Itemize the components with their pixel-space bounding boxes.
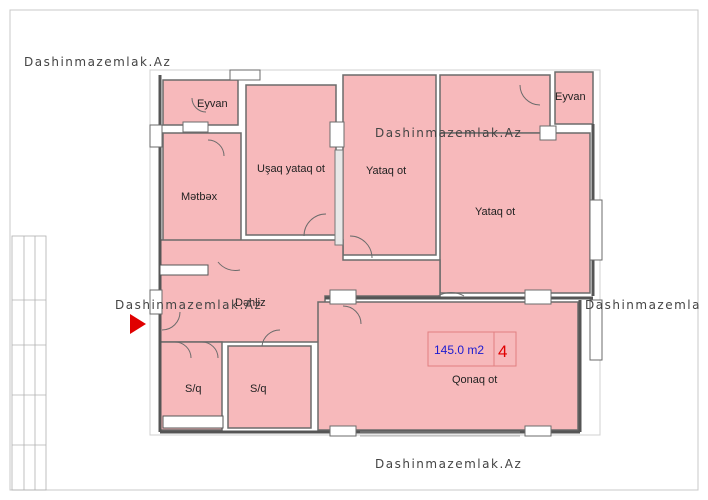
label-metbex: Mətbəx (181, 191, 218, 203)
area-box: 145.0 m2 4 (427, 331, 517, 367)
room-yataq-mid (342, 74, 437, 256)
label-eyvan-right: Eyvan (555, 91, 586, 103)
label-dehliz: Dəhliz (235, 297, 266, 309)
room-sq-2 (227, 345, 312, 429)
room-usaq-yataq (245, 84, 337, 236)
label-usaq-yataq: Uşaq yataq ot (257, 163, 325, 175)
room-eyvan-right (554, 71, 594, 125)
label-yataq-mid: Yataq ot (366, 165, 406, 177)
label-sq-1: S/q (185, 383, 202, 395)
entrance-arrow-icon (130, 314, 146, 334)
title-block (11, 235, 47, 491)
watermark-left: Dashinmazemlak.Az (115, 298, 262, 312)
label-sq-2: S/q (250, 383, 267, 395)
label-eyvan-left: Eyvan (197, 98, 228, 110)
label-yataq-right: Yataq ot (475, 206, 515, 218)
windows (149, 69, 603, 437)
apartment-number: 4 (498, 342, 507, 361)
room-yataq-right (439, 132, 591, 294)
window-hatch (360, 431, 520, 437)
area-text: 145.0 m2 (434, 343, 484, 357)
watermark-top-left: Dashinmazemlak.Az (24, 55, 171, 69)
label-qonaq: Qonaq ot (452, 374, 497, 386)
fixtures (159, 264, 224, 429)
watermark-right: Dashinmazemla (585, 298, 701, 312)
column-hatch (334, 149, 344, 246)
watermark-bottom: Dashinmazemlak.Az (375, 457, 522, 471)
watermark-mid: Dashinmazemlak.Az (375, 126, 522, 140)
sheet-frame (9, 9, 699, 491)
room-yataq-right-top (439, 74, 551, 134)
door-swings (161, 84, 541, 359)
